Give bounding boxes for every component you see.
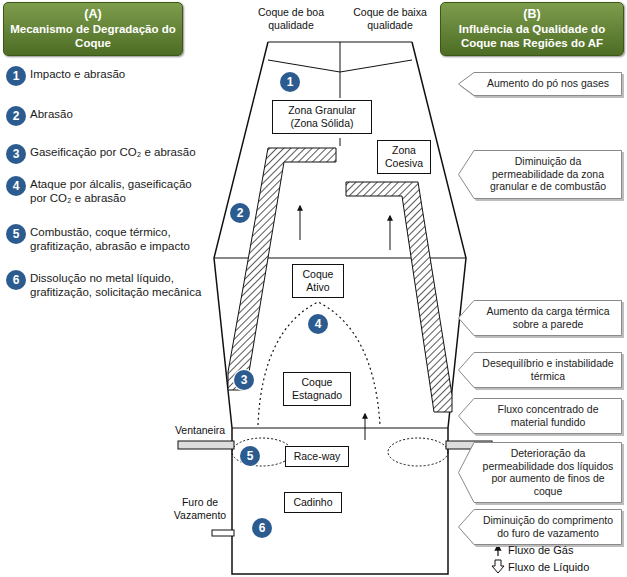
illustration-part [232, 438, 292, 466]
mechanism-text: Ataque por álcalis, gaseificação por CO₂… [30, 178, 205, 205]
callout-number: 1 [6, 66, 26, 86]
callout-number: 2 [6, 106, 26, 126]
effect-arrow-box: Aumento da carga térmica sobre a parede [458, 300, 624, 338]
zone-box: Race-way [285, 446, 349, 467]
illustration-part [388, 438, 448, 466]
effect-text: Aumento do pó nos gases [458, 72, 624, 96]
callout-number: 4 [6, 176, 26, 196]
mechanism-text: Abrasão [30, 108, 205, 122]
effect-arrow-box: Desequilíbrio e instabilidade térmica [458, 352, 624, 390]
effect-arrow-box: Deterioração da permeabilidade dos líqui… [458, 442, 624, 505]
illustration-part [346, 182, 452, 412]
legend-text: Fluxo de Líquido [508, 561, 589, 574]
illustration-part [340, 138, 341, 146]
effect-arrow-box: Diminuição do comprimento do furo de vaz… [458, 509, 624, 547]
illustration-part [178, 441, 234, 449]
effect-text: Diminuição do comprimento do furo de vaz… [458, 509, 624, 545]
illustration-part [492, 560, 504, 573]
part-label: Furo de Vazamento [172, 496, 228, 522]
callout-number: 5 [6, 224, 26, 244]
zone-label: Zona Coesiva [381, 144, 427, 170]
illustration-part [214, 42, 466, 574]
mechanism-text: Impacto e abrasão [30, 68, 205, 82]
zone-box: Coque Ativo [292, 264, 344, 298]
zone-label: Coque Ativo [296, 268, 340, 294]
effect-text: Desequilíbrio e instabilidade térmica [458, 352, 624, 388]
callout-number: 1 [280, 72, 300, 92]
effect-text: Diminuição da permeabilidade da zona gra… [458, 150, 624, 199]
illustration-part [300, 206, 301, 240]
part-label: Coque de boa qualidade [246, 6, 336, 32]
illustration-part [232, 428, 448, 429]
zone-label: Cadinho [288, 496, 338, 509]
zone-box: Zona Coesiva [377, 140, 431, 174]
header-title: Mecanismo de Degradação do Coque [8, 22, 178, 50]
mechanism-text: Combustão, coque térmico, grafitização, … [30, 226, 205, 253]
effect-text: Aumento da carga térmica sobre a parede [458, 300, 624, 336]
part-label: Ventaneira [172, 424, 228, 437]
header-box: (A)Mecanismo de Degradação do Coque [3, 2, 183, 56]
header-letter: (A) [8, 7, 178, 22]
illustration-part [212, 530, 234, 536]
mechanism-text: Dissolução no metal líquido, grafitizaçã… [30, 272, 205, 299]
header-title: Influência da Qualidade do Coque nas Reg… [445, 22, 619, 50]
callout-number: 3 [6, 144, 26, 164]
zone-box: Coque Estagnado [283, 372, 351, 406]
effect-arrow-box: Aumento do pó nos gases [458, 72, 624, 98]
mechanism-text: Gaseificação por CO₂ e abrasão [30, 146, 205, 160]
callout-number: 4 [308, 314, 328, 334]
effect-arrow-box: Fluxo concentrado de material fundido [458, 398, 624, 436]
header-box: (B)Influência da Qualidade do Coque nas … [440, 2, 624, 56]
illustration-part [365, 414, 366, 440]
callout-number: 3 [234, 370, 254, 390]
zone-box: Zona Granular (Zona Sólida) [272, 100, 372, 134]
illustration-part [340, 42, 341, 98]
legend-text: Fluxo de Gás [508, 544, 573, 557]
zone-label: Coque Estagnado [287, 376, 347, 402]
callout-number: 2 [230, 203, 250, 223]
callout-number: 5 [240, 446, 260, 466]
effect-text: Fluxo concentrado de material fundido [458, 398, 624, 434]
header-letter: (B) [445, 7, 619, 22]
zone-label: Zona Granular (Zona Sólida) [276, 104, 368, 130]
effect-arrow-box: Diminuição da permeabilidade da zona gra… [458, 150, 624, 201]
zone-label: Race-way [289, 450, 345, 463]
illustration-part [390, 216, 391, 250]
zone-box: Cadinho [284, 492, 342, 513]
effect-text: Deterioração da permeabilidade dos líqui… [458, 442, 624, 503]
part-label: Coque de baixa qualidade [344, 6, 436, 32]
illustration-part [258, 302, 380, 425]
callout-number: 6 [6, 270, 26, 290]
callout-number: 6 [252, 518, 272, 538]
